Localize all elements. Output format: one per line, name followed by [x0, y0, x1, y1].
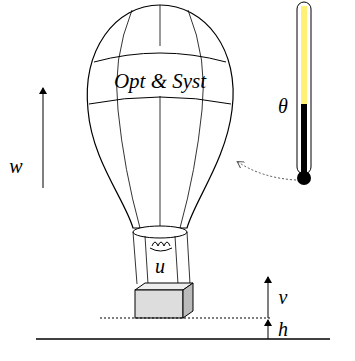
height-offset-label: v — [279, 287, 288, 307]
velocity-label: w — [9, 156, 22, 176]
control-label: u — [155, 256, 165, 276]
balloon-band: Opt & Syst — [110, 69, 210, 94]
temperature-label: θ — [278, 96, 288, 116]
band-text: Opt & Syst — [114, 71, 206, 92]
height-label: h — [278, 319, 288, 339]
